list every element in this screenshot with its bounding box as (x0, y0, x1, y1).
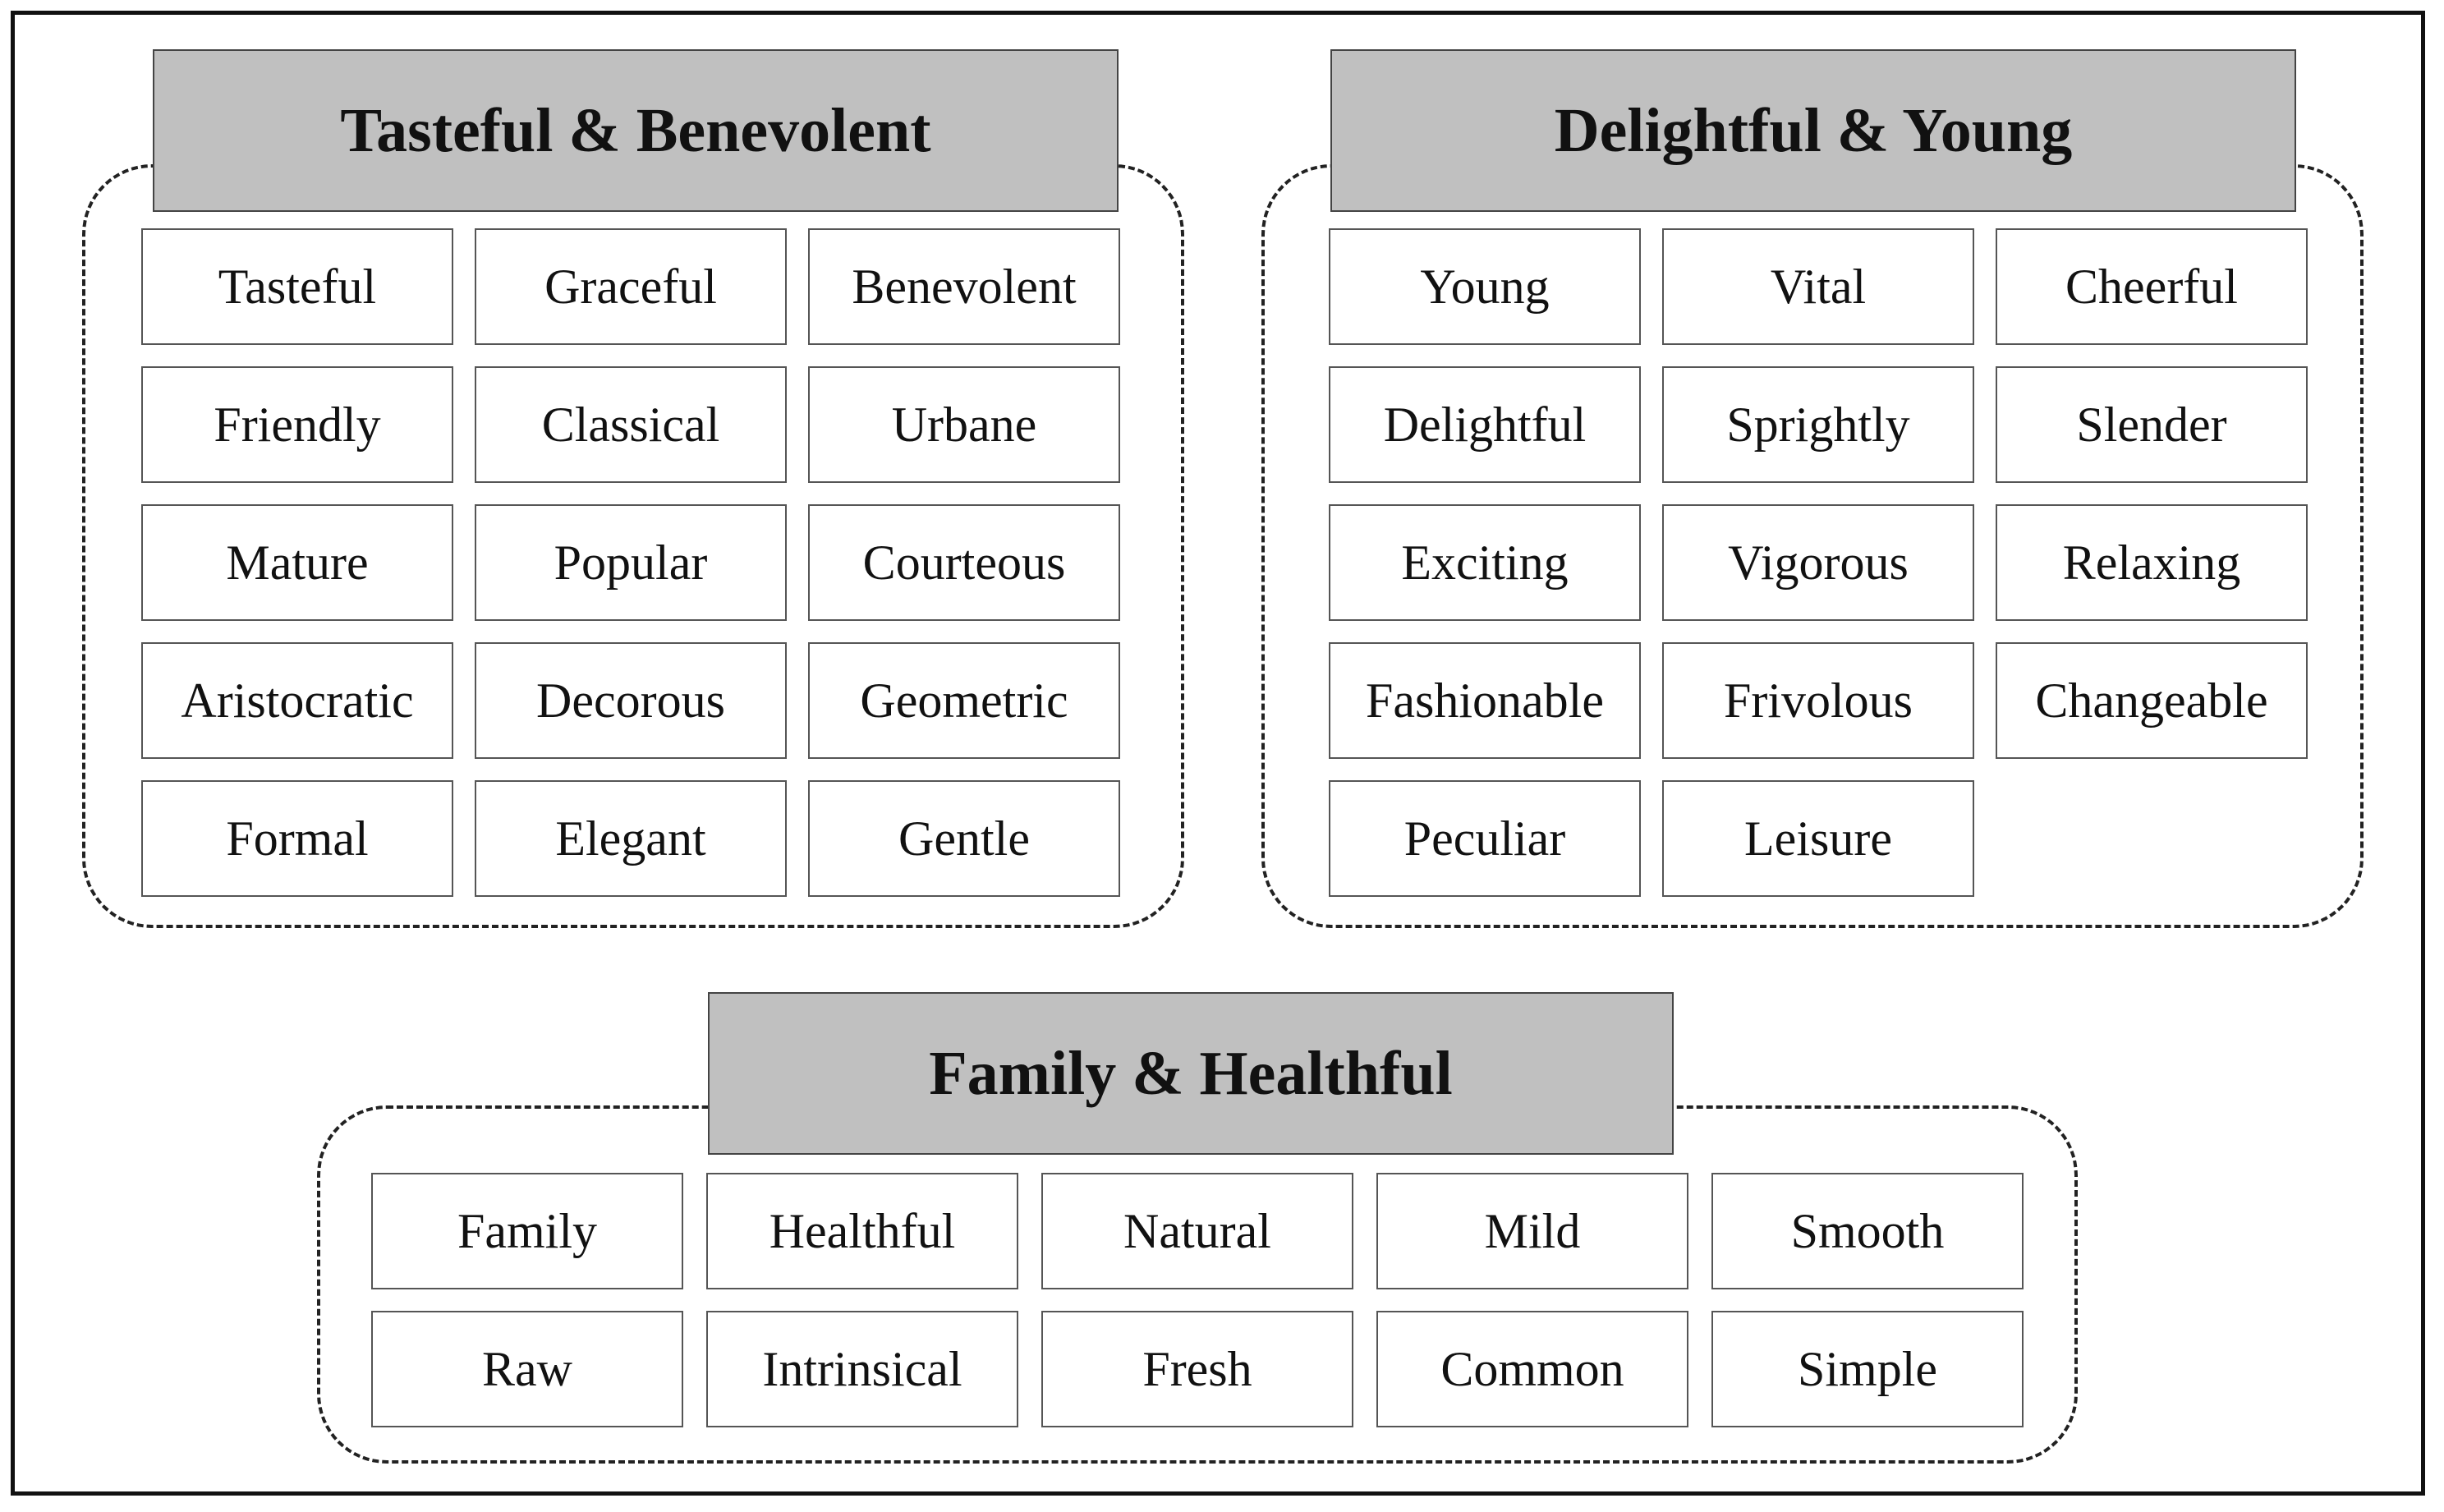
keyword-cell: Decorous (475, 642, 787, 759)
keyword-cell: Peculiar (1329, 780, 1641, 897)
keyword-cell: Mature (141, 504, 453, 621)
keyword-cell: Mild (1376, 1173, 1688, 1289)
keyword-cell: Popular (475, 504, 787, 621)
keyword-cell: Exciting (1329, 504, 1641, 621)
keyword-cell: Vigorous (1662, 504, 1974, 621)
keyword-cell: Common (1376, 1311, 1688, 1427)
keyword-cell: Cheerful (1996, 228, 2308, 345)
keyword-cell: Benevolent (808, 228, 1120, 345)
figure-frame (11, 11, 2425, 1496)
keyword-cell: Delightful (1329, 366, 1641, 483)
keyword-cell: Gentle (808, 780, 1120, 897)
keyword-cell: Relaxing (1996, 504, 2308, 621)
keyword-cell: Natural (1041, 1173, 1353, 1289)
keyword-cell: Fashionable (1329, 642, 1641, 759)
keyword-cell: Aristocratic (141, 642, 453, 759)
keyword-cell: Elegant (475, 780, 787, 897)
keyword-cell: Fresh (1041, 1311, 1353, 1427)
keyword-cell: Young (1329, 228, 1641, 345)
keyword-cell: Intrinsical (706, 1311, 1018, 1427)
keyword-cell: Tasteful (141, 228, 453, 345)
group-title-delightful-young: Delightful & Young (1330, 49, 2296, 212)
keyword-cell: Classical (475, 366, 787, 483)
keyword-cell: Formal (141, 780, 453, 897)
keyword-cell: Leisure (1662, 780, 1974, 897)
keyword-cell: Courteous (808, 504, 1120, 621)
keyword-cell: Simple (1711, 1311, 2024, 1427)
keyword-cell: Sprightly (1662, 366, 1974, 483)
keyword-cell: Friendly (141, 366, 453, 483)
keyword-cell: Smooth (1711, 1173, 2024, 1289)
keyword-cell: Urbane (808, 366, 1120, 483)
keyword-cell: Frivolous (1662, 642, 1974, 759)
keyword-cell: Healthful (706, 1173, 1018, 1289)
keyword-cell: Graceful (475, 228, 787, 345)
keyword-cell: Family (371, 1173, 683, 1289)
group-title-family-healthful: Family & Healthful (708, 992, 1674, 1155)
keyword-cell: Slender (1996, 366, 2308, 483)
keyword-cell: Changeable (1996, 642, 2308, 759)
group-title-tasteful-benevolent: Tasteful & Benevolent (153, 49, 1119, 212)
keyword-cell: Geometric (808, 642, 1120, 759)
keyword-cell: Vital (1662, 228, 1974, 345)
keyword-cell: Raw (371, 1311, 683, 1427)
